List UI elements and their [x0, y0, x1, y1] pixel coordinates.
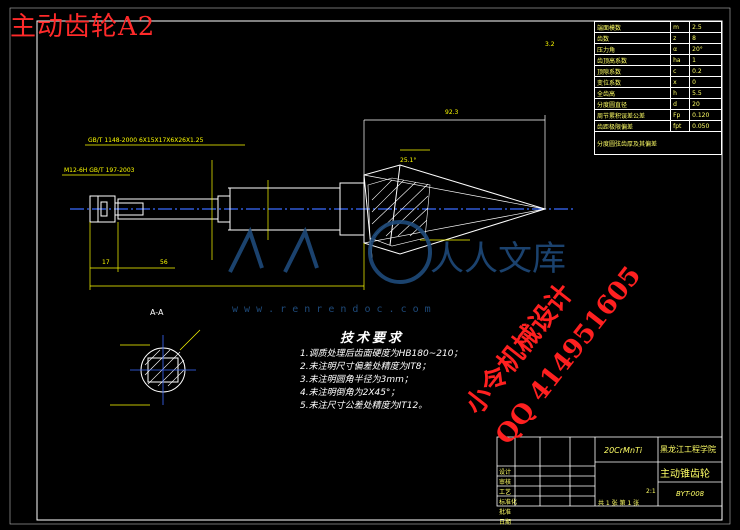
cone-leaders	[363, 115, 546, 244]
tech-req-item: 1.调质处理后齿面硬度为HB180~210；	[300, 349, 463, 359]
watermark-logo	[228, 220, 432, 284]
param-name: 分度圆直径	[593, 98, 672, 110]
tech-req-item: 3.未注明圆角半径为3mm；	[300, 375, 413, 385]
param-name: 齿数	[593, 32, 672, 44]
scale-text: 2:1	[646, 488, 656, 495]
title-block-label: 批准	[499, 509, 512, 516]
param-sym: Fp	[670, 109, 691, 121]
param-name: 端面模数	[593, 21, 672, 33]
title-block-label: 工艺	[499, 489, 512, 496]
param-sym: x	[670, 76, 691, 88]
param-last-row: 分度圆弦齿厚及其偏差	[594, 131, 722, 155]
tech-req-item: 2.未注明尺寸偏差处精度为IT8；	[300, 362, 431, 372]
param-val: 0.120	[689, 109, 722, 121]
param-sym: m	[670, 21, 691, 33]
title-block-label: 日期	[499, 519, 512, 526]
param-val: 1	[689, 54, 722, 66]
dim-angle: 25.1°	[400, 157, 416, 164]
param-sym: c	[670, 65, 691, 77]
param-name: 变位系数	[593, 76, 672, 88]
sheet-info: 共 1 张 第 1 张	[598, 500, 640, 507]
tech-req-item: 5.未注尺寸公差处精度为IT12。	[300, 401, 428, 411]
param-val: 0.2	[689, 65, 722, 77]
param-name: 齿距极限偏差	[593, 120, 672, 132]
dim-top-overall: 92.3	[445, 109, 459, 116]
param-val: 0	[689, 76, 722, 88]
bearing-note-2: M12-6H GB/T 197-2003	[64, 167, 135, 174]
material-text: 20CrMnTi	[604, 446, 643, 455]
dim-d1: 17	[102, 259, 110, 266]
param-val: 2.5	[689, 21, 722, 33]
param-sym: d	[670, 98, 691, 110]
sheet-border	[36, 20, 723, 521]
param-name: 全齿高	[593, 87, 672, 99]
part-name: 主动锥齿轮	[660, 469, 710, 480]
param-name: 顶隙系数	[593, 65, 672, 77]
sheet-title: 主动齿轮A2	[10, 12, 156, 42]
dim-d2: 56	[160, 259, 168, 266]
title-block-label: 审核	[499, 479, 512, 486]
section-hatch	[367, 177, 431, 247]
param-sym: α	[670, 43, 691, 55]
tech-req-item: 4.未注明倒角为2X45°；	[300, 388, 400, 398]
tech-req-heading: 技术要求	[340, 331, 405, 346]
param-val: 20	[689, 98, 722, 110]
param-val: 5.5	[689, 87, 722, 99]
watermark-logo-text: 人人文库	[430, 239, 566, 279]
drawing-number: BYT-008	[676, 490, 705, 498]
param-val: 8	[689, 32, 722, 44]
param-val: 0.050	[689, 120, 722, 132]
school-name: 黑龙江工程学院	[660, 445, 716, 454]
param-sym: ha	[670, 54, 691, 66]
param-sym: fpt	[670, 120, 691, 132]
title-block-labels: 设计审核工艺标准化批准日期	[499, 468, 517, 528]
title-block-label: 标准化	[499, 499, 518, 506]
section-dims	[110, 329, 201, 406]
param-sym: h	[670, 87, 691, 99]
section-label: A-A	[150, 308, 164, 317]
param-sym: z	[670, 32, 691, 44]
bearing-note-1: GB/T 1148-2000 6X15X17X6X26X1.25	[88, 137, 204, 144]
param-name: 周节累积误差公差	[593, 109, 672, 121]
roughness-mark: 3.2	[545, 41, 555, 48]
tech-requirements: 技术要求 1.调质处理后齿面硬度为HB180~210； 2.未注明尺寸偏差处精度…	[300, 332, 462, 413]
param-name: 压力角	[593, 43, 672, 55]
dimension-lines	[62, 144, 470, 290]
param-val: 20°	[689, 43, 722, 55]
section-view-hatch	[144, 349, 185, 387]
watermark-url: w w w . r e n r e n d o c . c o m	[232, 304, 431, 315]
outer-border	[9, 7, 731, 525]
title-block-label: 设计	[499, 469, 512, 476]
title-block-grid	[496, 436, 723, 507]
param-name: 齿顶高系数	[593, 54, 672, 66]
